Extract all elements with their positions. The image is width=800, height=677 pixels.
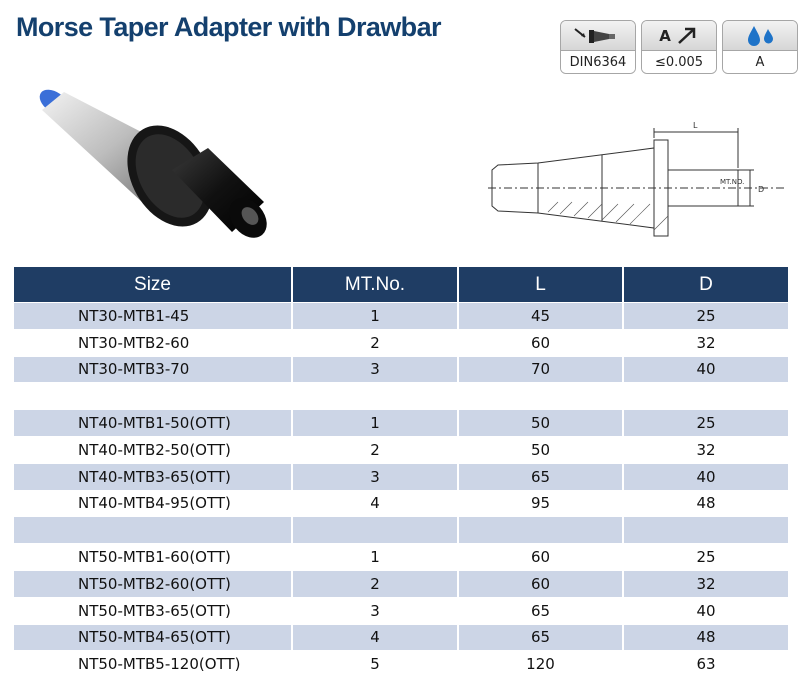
cell-mt-no: 1	[291, 302, 458, 330]
cell-l: 60	[457, 328, 623, 357]
cell-mt-no	[291, 382, 458, 410]
accuracy-arrow-icon	[677, 27, 696, 44]
cell-mt-no: 4	[291, 489, 458, 517]
cell-mt-no: 1	[291, 543, 458, 571]
technical-drawing: L D MT.NO.	[488, 121, 784, 237]
cell-size: NT50-MTB5-120(OTT)	[14, 650, 292, 677]
din-standard-label: DIN6364	[561, 50, 635, 73]
cell-mt-no: 2	[291, 569, 458, 598]
cell-mt-no: 3	[291, 355, 458, 383]
page-title: Morse Taper Adapter with Drawbar	[16, 12, 441, 42]
cell-size: NT50-MTB1-60(OTT)	[14, 543, 292, 571]
cell-d: 63	[622, 650, 788, 677]
cell-d: 40	[622, 596, 788, 625]
cell-size: NT30-MTB3-70	[14, 355, 292, 383]
cell-l: 60	[457, 543, 623, 571]
cell-d: 48	[622, 623, 788, 651]
accuracy-symbol: A	[659, 26, 671, 45]
column-header-d: D	[622, 267, 788, 303]
coolant-drops-icon	[748, 25, 773, 46]
cell-mt-no: 3	[291, 596, 458, 625]
cell-l: 65	[457, 462, 623, 491]
cell-size: NT50-MTB4-65(OTT)	[14, 623, 292, 651]
cell-mt-no: 3	[291, 462, 458, 491]
cell-size: NT40-MTB1-50(OTT)	[14, 409, 292, 437]
coolant-badge: A	[722, 20, 798, 74]
dimension-l-label: L	[693, 121, 698, 130]
column-header-mt-no: MT.No.	[291, 267, 458, 303]
dimension-d-label: D	[758, 185, 764, 194]
cell-l: 120	[457, 650, 623, 677]
cell-mt-no: 2	[291, 435, 458, 464]
cell-size: NT30-MTB2-60	[14, 328, 292, 357]
cell-d: 25	[622, 409, 788, 437]
din-tool-icon	[574, 27, 615, 43]
table-row	[14, 516, 788, 544]
cell-d	[622, 382, 788, 410]
cell-size	[14, 382, 292, 410]
cell-d: 32	[622, 435, 788, 464]
cell-d: 40	[622, 462, 788, 491]
cell-size	[14, 516, 292, 544]
cell-d	[622, 516, 788, 544]
cell-l: 70	[457, 355, 623, 383]
column-header-l: L	[457, 267, 623, 303]
cell-size: NT40-MTB2-50(OTT)	[14, 435, 292, 464]
table-header-row: Size MT.No. L D	[14, 267, 788, 303]
accuracy-badge: A ≤0.005	[641, 20, 717, 74]
cell-l: 60	[457, 569, 623, 598]
cell-l	[457, 382, 623, 410]
cell-mt-no: 4	[291, 623, 458, 651]
cell-mt-no: 2	[291, 328, 458, 357]
product-photo	[39, 89, 267, 238]
accuracy-label: ≤0.005	[642, 50, 716, 73]
cell-l: 65	[457, 623, 623, 651]
cell-l: 65	[457, 596, 623, 625]
cell-d: 48	[622, 489, 788, 517]
cell-size: NT40-MTB4-95(OTT)	[14, 489, 292, 517]
cell-d: 32	[622, 569, 788, 598]
cell-l: 95	[457, 489, 623, 517]
cell-l	[457, 516, 623, 544]
cell-mt-no: 5	[291, 650, 458, 677]
spec-badges: DIN6364 A ≤0.005 A	[560, 20, 798, 74]
cell-size: NT30-MTB1-45	[14, 302, 292, 330]
cell-size: NT50-MTB2-60(OTT)	[14, 569, 292, 598]
cell-mt-no	[291, 516, 458, 544]
table-row	[14, 382, 788, 410]
cell-d: 25	[622, 302, 788, 330]
column-header-size: Size	[14, 267, 292, 303]
cell-mt-no: 1	[291, 409, 458, 437]
coolant-label: A	[723, 50, 797, 73]
mt-number-label: MT.NO.	[720, 178, 744, 186]
cell-d: 40	[622, 355, 788, 383]
cell-l: 50	[457, 435, 623, 464]
din-standard-badge: DIN6364	[560, 20, 636, 74]
cell-l: 50	[457, 409, 623, 437]
cell-d: 32	[622, 328, 788, 357]
cell-size: NT40-MTB3-65(OTT)	[14, 462, 292, 491]
cell-d: 25	[622, 543, 788, 571]
cell-size: NT50-MTB3-65(OTT)	[14, 596, 292, 625]
cell-l: 45	[457, 302, 623, 330]
